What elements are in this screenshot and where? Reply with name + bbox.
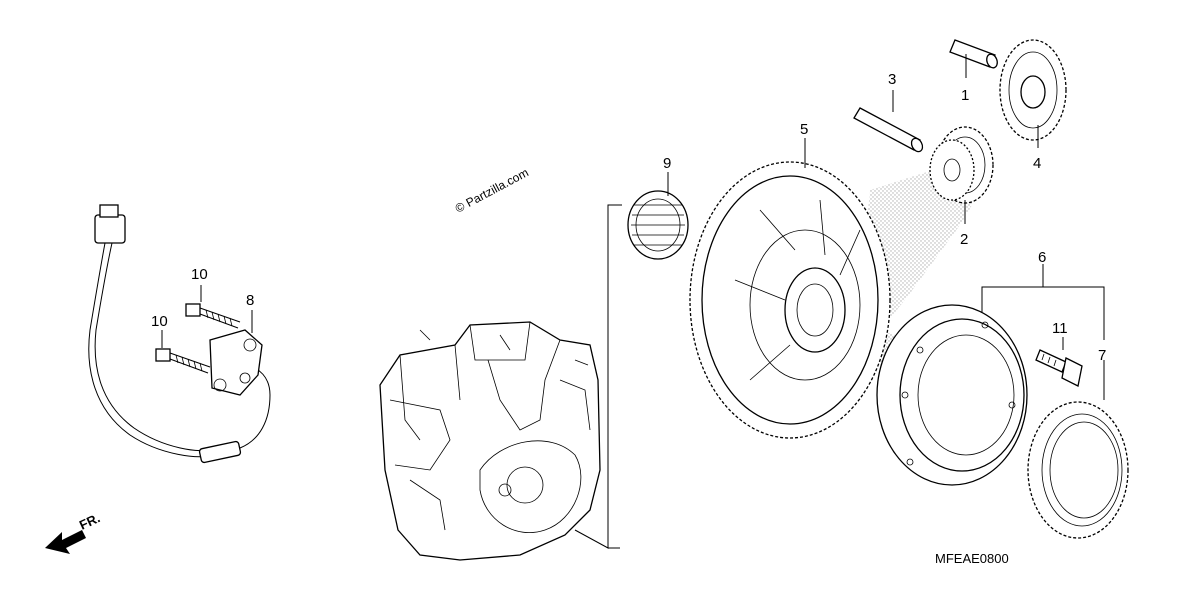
sensor-wire-harness[interactable] <box>88 204 271 464</box>
callout-3: 3 <box>888 71 896 88</box>
callout-9: 9 <box>663 155 671 172</box>
clutch-bolt[interactable] <box>1035 349 1083 387</box>
sensor-bracket[interactable] <box>209 329 263 396</box>
starter-driven-gear[interactable] <box>689 161 891 439</box>
callout-1: 1 <box>961 87 969 104</box>
engine-crankcase <box>379 321 601 561</box>
callout-4: 4 <box>1033 155 1041 172</box>
assembly-bracket-line <box>574 204 622 549</box>
needle-bearing[interactable] <box>627 190 689 260</box>
reduction-gear[interactable] <box>999 39 1067 141</box>
reduction-shaft[interactable] <box>853 107 925 154</box>
callout-2: 2 <box>960 231 968 248</box>
idle-gear-shaft[interactable] <box>949 39 999 69</box>
callout-11: 11 <box>1052 320 1068 337</box>
one-way-clutch[interactable] <box>1027 401 1129 539</box>
callout-8: 8 <box>246 292 254 309</box>
callout-7: 7 <box>1098 347 1106 364</box>
bolt-lower[interactable] <box>155 348 211 374</box>
direction-label: FR. <box>77 510 102 532</box>
starter-clutch-outer[interactable] <box>876 304 1028 486</box>
leader-lines <box>161 54 1105 400</box>
diagram-code: MFEAE0800 <box>935 551 1009 566</box>
bolt-upper[interactable] <box>185 303 241 329</box>
callout-10-lower: 10 <box>151 313 168 330</box>
idle-gear[interactable] <box>929 126 994 204</box>
callout-5: 5 <box>800 121 808 138</box>
watermark-text: © Partzilla.com <box>453 165 531 215</box>
callout-6: 6 <box>1038 249 1046 266</box>
front-arrow-icon <box>45 530 86 554</box>
callout-10-upper: 10 <box>191 266 208 283</box>
